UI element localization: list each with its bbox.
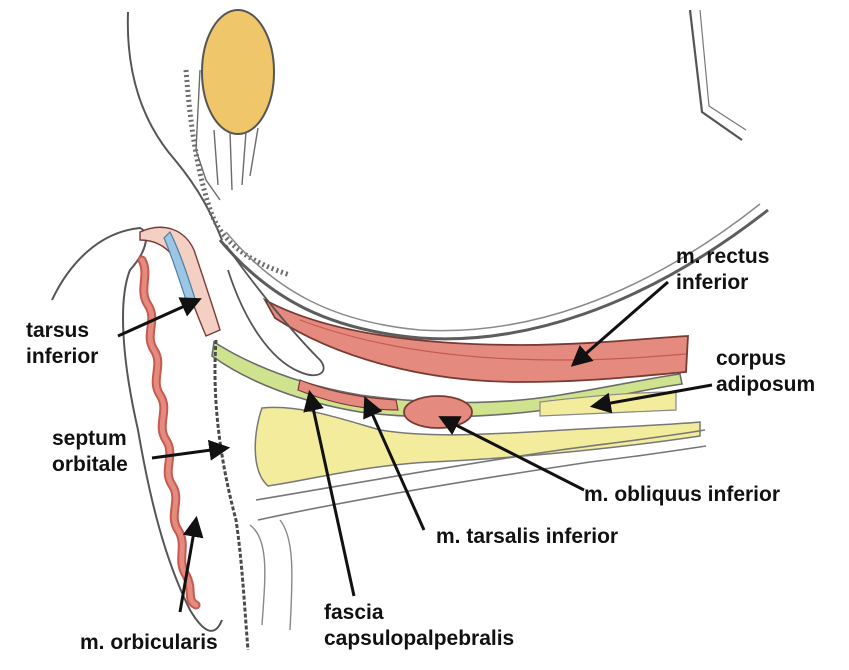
label-fascia-capsulopalpebralis: fascia capsulopalpebralis (324, 600, 514, 652)
label-corpus-adiposum: corpus adiposum (716, 346, 815, 398)
orbital-rim-right-inner (700, 10, 746, 130)
label-orbicularis: m. orbicularis (80, 630, 218, 656)
label-rectus-inferior-line1: m. rectus (676, 244, 769, 270)
orbital-rim-right (690, 10, 742, 140)
label-septum-orbitale-line1: septum (52, 426, 128, 452)
arrow-septum-orbitale (152, 448, 226, 458)
septum-orbitale-line (215, 340, 248, 650)
lens-body (202, 10, 274, 134)
label-fascia-line2: capsulopalpebralis (324, 626, 514, 652)
label-corpus-adiposum-line1: corpus (716, 346, 815, 372)
label-septum-orbitale-line2: orbitale (52, 452, 128, 478)
label-tarsus-inferior: tarsus inferior (26, 318, 98, 370)
label-orbicularis-text: m. orbicularis (80, 630, 218, 656)
label-tarsalis-inferior-text: m. tarsalis inferior (436, 524, 618, 550)
label-fascia-line1: fascia (324, 600, 514, 626)
label-obliquus-inferior-text: m. obliquus inferior (584, 482, 780, 508)
label-corpus-adiposum-line2: adiposum (716, 372, 815, 398)
orbital-floor-bone (250, 520, 292, 630)
label-obliquus-inferior: m. obliquus inferior (584, 482, 780, 508)
arrow-tarsus-inferior (118, 300, 198, 336)
label-rectus-inferior: m. rectus inferior (676, 244, 769, 296)
label-septum-orbitale: septum orbitale (52, 426, 128, 478)
label-rectus-inferior-line2: inferior (676, 270, 769, 296)
label-tarsus-inferior-line1: tarsus (26, 318, 98, 344)
rectus-inferior-muscle (265, 300, 688, 382)
label-tarsus-inferior-line2: inferior (26, 344, 98, 370)
obliquus-inferior-muscle (404, 396, 472, 428)
label-tarsalis-inferior: m. tarsalis inferior (436, 524, 618, 550)
